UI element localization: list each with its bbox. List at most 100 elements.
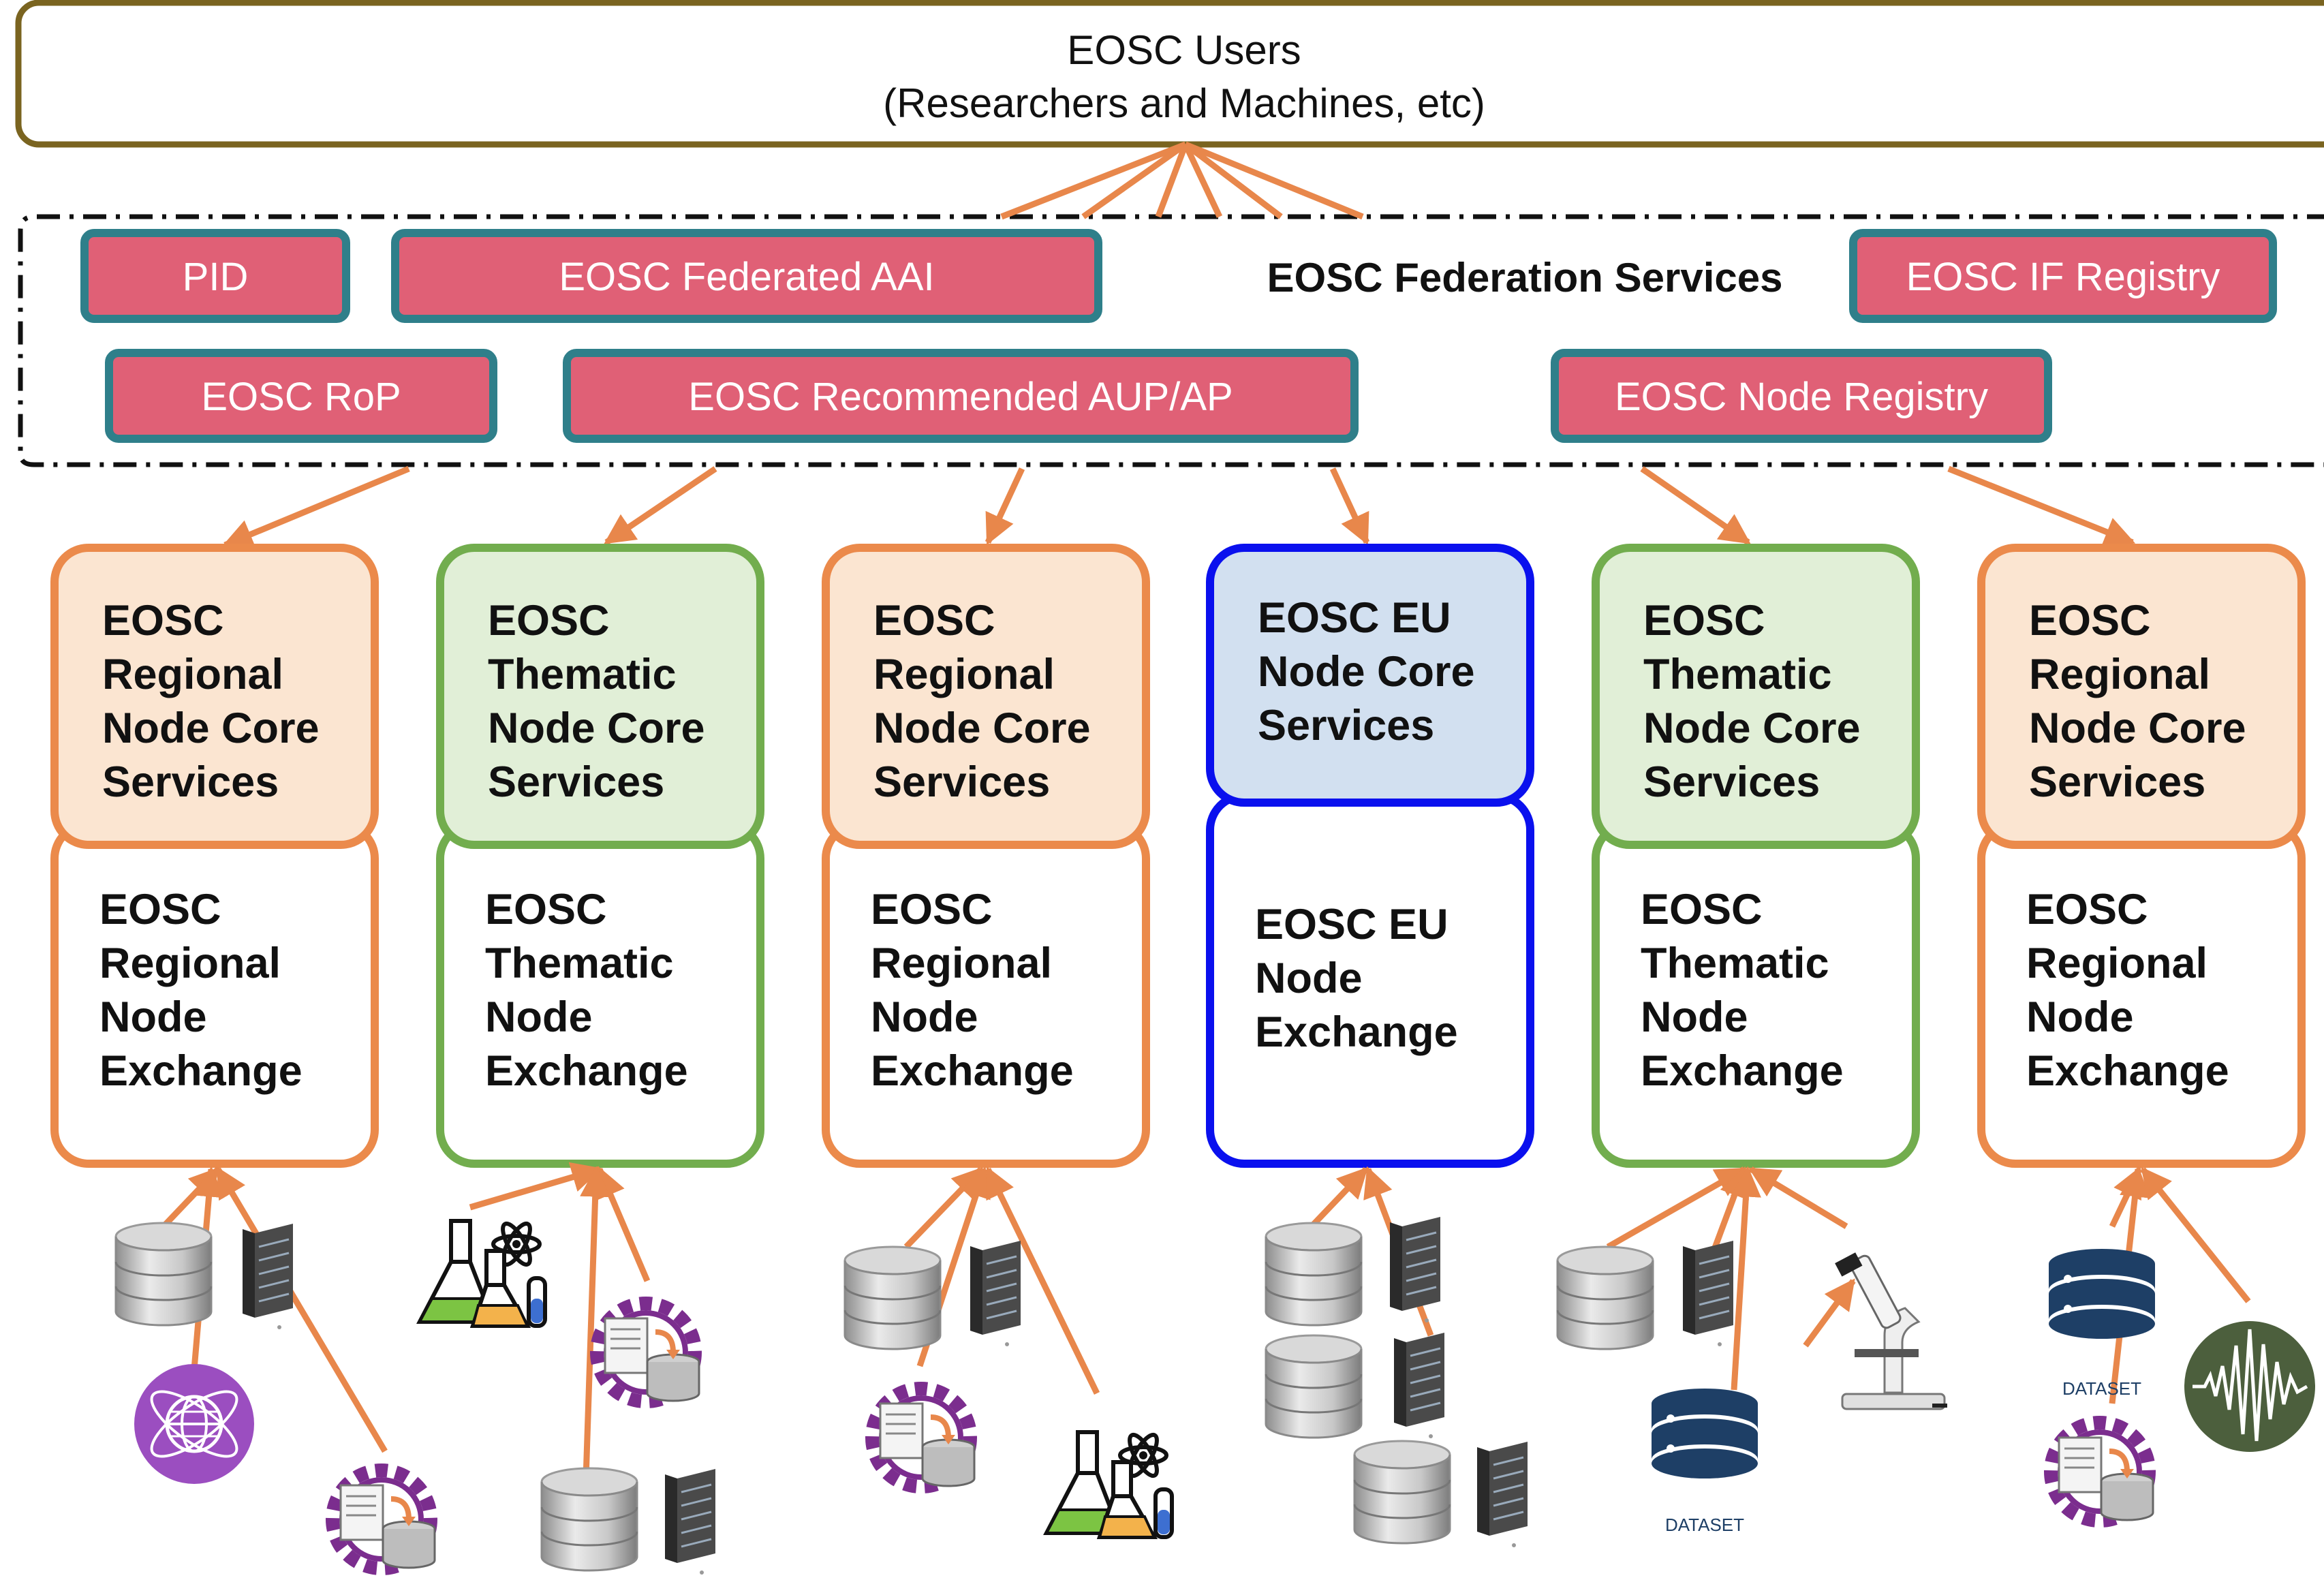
node-exchange-label: Exchange xyxy=(99,1047,303,1095)
node-core-box xyxy=(1206,544,1534,807)
svg-text:EOSC IF Registry: EOSC IF Registry xyxy=(1906,255,2220,299)
federation-services-frame xyxy=(18,214,2324,467)
node-core-label: Services xyxy=(1258,702,1434,749)
federation-to-node-arrows xyxy=(221,465,2136,549)
science-lab-icon xyxy=(1047,1431,1172,1537)
node-exchange-label: EOSC xyxy=(2026,886,2148,933)
database-icon xyxy=(1265,1222,1363,1327)
node-exchange-label: Node xyxy=(871,993,978,1041)
node-core-box xyxy=(436,544,764,849)
svg-text:EOSC Recommended AUP/AP: EOSC Recommended AUP/AP xyxy=(688,375,1233,419)
node-exchange-label: Exchange xyxy=(871,1047,1074,1095)
node-core-label: Regional xyxy=(2029,651,2210,698)
node-core-label: Services xyxy=(873,758,1050,806)
database-icon xyxy=(540,1467,638,1572)
node-exchange-label: Node xyxy=(99,993,207,1041)
svg-text:EOSC Federated AAI: EOSC Federated AAI xyxy=(559,255,934,299)
data-processing-gear-icon xyxy=(597,1303,699,1401)
dataset-label: DATASET xyxy=(2062,1378,2141,1399)
node-core-box xyxy=(822,544,1150,849)
node-exchange-label: Exchange xyxy=(2026,1047,2229,1095)
server-rack-icon xyxy=(1393,1331,1446,1440)
users-subtitle: (Researchers and Machines, etc) xyxy=(883,80,1485,126)
federated-aai-service: EOSC Federated AAI xyxy=(391,229,1102,323)
node-core-label: Thematic xyxy=(1643,651,1832,698)
data-processing-gear-icon xyxy=(872,1389,974,1487)
node-exchange-label: Node xyxy=(2026,993,2134,1041)
resource-icons xyxy=(114,1215,2315,1576)
node-core-box xyxy=(1977,544,2306,849)
database-icon xyxy=(843,1245,942,1350)
node-exchange-label: Regional xyxy=(2026,940,2207,987)
node-exchange-label: EOSC EU xyxy=(1255,901,1448,948)
node-exchange-label: EOSC xyxy=(485,886,607,933)
database-icon xyxy=(114,1222,213,1327)
users-title: EOSC Users xyxy=(1067,27,1301,73)
svg-text:EOSC RoP: EOSC RoP xyxy=(201,375,401,419)
node-core-label: Regional xyxy=(102,651,283,698)
node-core-label: EOSC xyxy=(1643,597,1765,645)
recommended-aup-ap-service: EOSC Recommended AUP/AP xyxy=(563,349,1359,443)
node-core-label: Node Core xyxy=(102,704,320,752)
server-rack-icon xyxy=(1682,1239,1735,1348)
node-exchange-label: Exchange xyxy=(1255,1008,1458,1056)
server-rack-icon xyxy=(664,1468,717,1576)
node-core-box xyxy=(1592,544,1920,849)
server-rack-icon xyxy=(1476,1440,1529,1549)
data-processing-gear-icon xyxy=(2051,1423,2153,1521)
server-rack-icon xyxy=(241,1222,294,1331)
svg-text:EOSC Node Registry: EOSC Node Registry xyxy=(1615,375,1988,419)
node-core-label: Node Core xyxy=(873,704,1091,752)
rop-service: EOSC RoP xyxy=(105,349,497,443)
node-core-label: Regional xyxy=(873,651,1055,698)
server-rack-icon xyxy=(1389,1215,1442,1324)
node-core-label: Node Core xyxy=(2029,704,2246,752)
node-core-label: EOSC xyxy=(102,597,224,645)
node-exchange-label: Node xyxy=(1641,993,1748,1041)
node-exchange-label: Regional xyxy=(99,940,281,987)
node-core-label: EOSC EU xyxy=(1258,594,1451,642)
node-core-label: EOSC xyxy=(488,597,610,645)
atom-globe-icon xyxy=(134,1364,254,1484)
dataset-icon xyxy=(1652,1389,1758,1478)
node-core-label: Services xyxy=(1643,758,1820,806)
node-core-label: Node Core xyxy=(488,704,705,752)
microscope-icon xyxy=(1833,1251,1949,1410)
data-processing-gear-icon xyxy=(332,1470,435,1568)
node-core-box xyxy=(50,544,379,849)
svg-text:PID: PID xyxy=(183,255,249,299)
node-core-label: EOSC xyxy=(2029,597,2151,645)
node-core-label: Node Core xyxy=(1258,648,1475,696)
database-icon xyxy=(1556,1245,1654,1350)
node-core-label: Services xyxy=(2029,758,2205,806)
federation-services-title: EOSC Federation Services xyxy=(1267,255,1783,300)
node-exchange-label: EOSC xyxy=(871,886,993,933)
node-exchange-label: Exchange xyxy=(1641,1047,1844,1095)
database-icon xyxy=(1353,1440,1451,1545)
node-exchange-label: EOSC xyxy=(1641,886,1763,933)
dataset-label: DATASET xyxy=(1665,1515,1744,1535)
waveform-icon xyxy=(2184,1321,2315,1452)
node-exchange-label: EOSC xyxy=(99,886,221,933)
node-exchange-label: Node xyxy=(485,993,593,1041)
node-exchange-label: Thematic xyxy=(1641,940,1829,987)
users-to-federation-arrows xyxy=(1000,141,1364,220)
node-core-label: Thematic xyxy=(488,651,677,698)
if-registry-service: EOSC IF Registry xyxy=(1849,229,2277,323)
node-exchange-label: Regional xyxy=(871,940,1052,987)
node-exchange-label: Node xyxy=(1255,955,1363,1002)
database-icon xyxy=(1265,1334,1363,1439)
server-rack-icon xyxy=(969,1239,1022,1348)
node-exchange-label: Exchange xyxy=(485,1047,688,1095)
node-core-label: Services xyxy=(488,758,664,806)
node-exchange-label: Thematic xyxy=(485,940,674,987)
